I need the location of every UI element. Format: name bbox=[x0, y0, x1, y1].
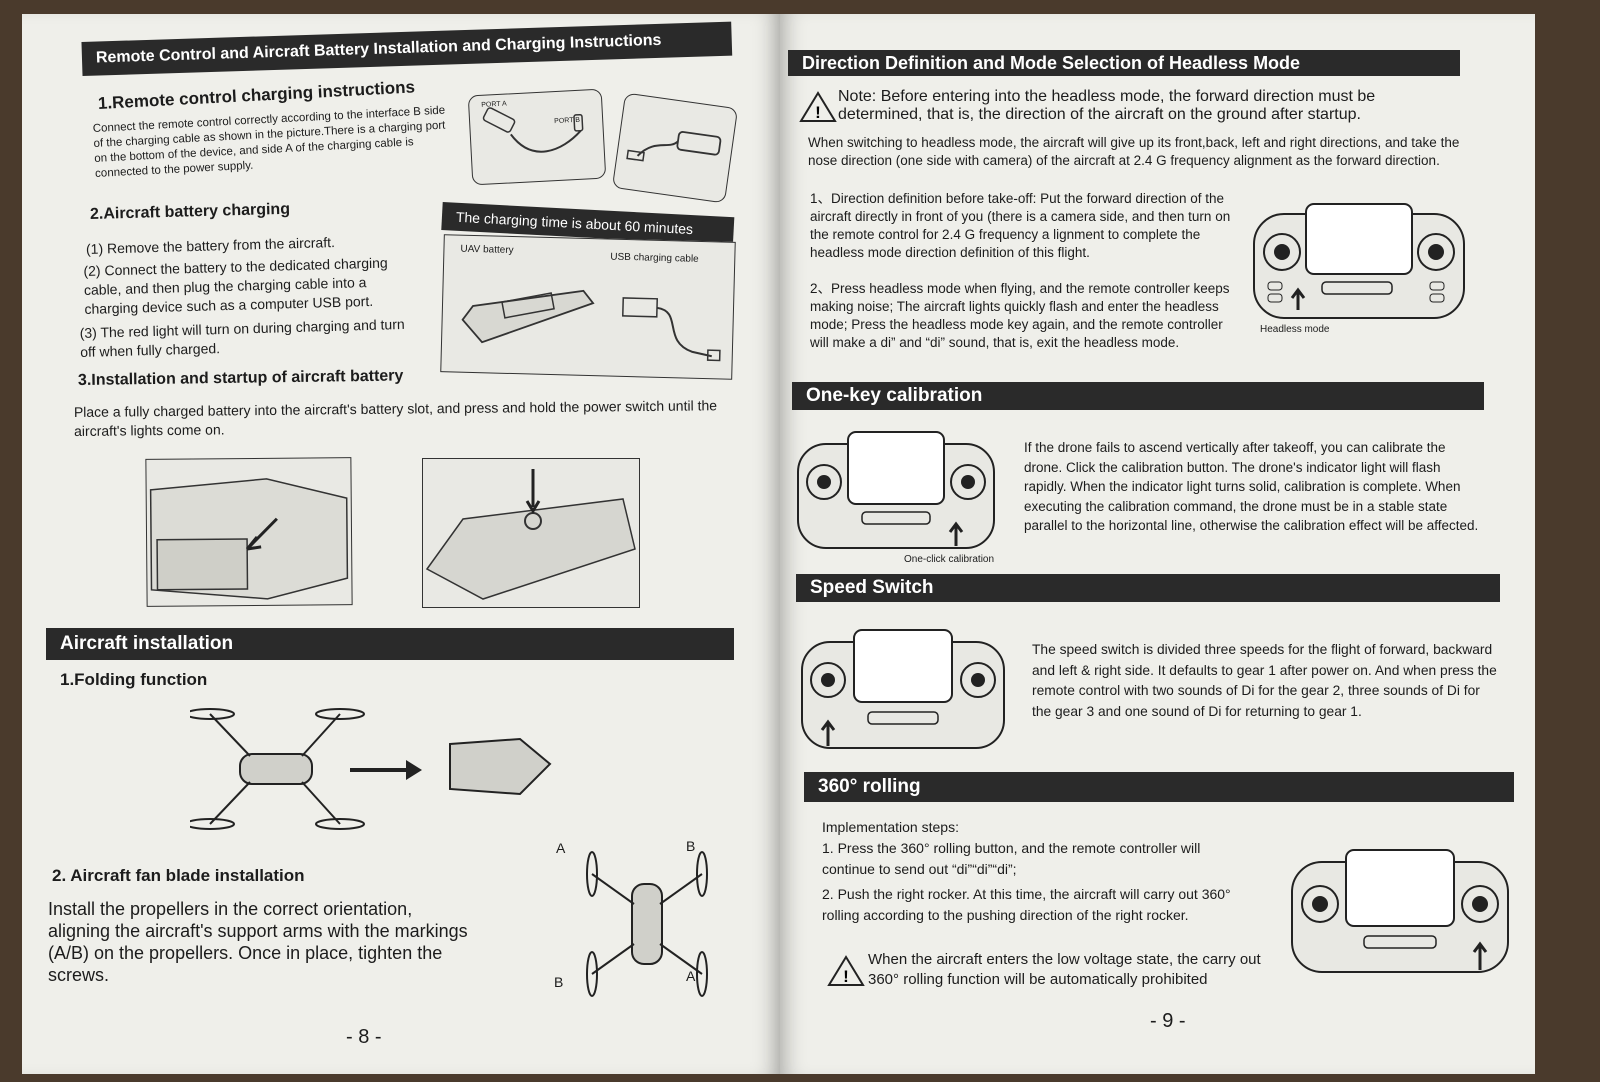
battery-insert-image bbox=[145, 457, 353, 607]
rolling-section-header: 360° rolling bbox=[804, 772, 1514, 802]
headless-note: Note: Before entering into the headless … bbox=[838, 88, 1376, 123]
battery-section-header: Remote Control and Aircraft Battery Inst… bbox=[81, 21, 733, 76]
rolling-warning-icon: ! bbox=[827, 955, 865, 986]
calibration-label: One-click calibration bbox=[904, 554, 995, 565]
battery-cable-image: UAV battery USB charging cable bbox=[440, 234, 736, 380]
headless-item-2: 2、Press headless mode when flying, and t… bbox=[810, 281, 1230, 350]
headless-controller-image bbox=[1253, 203, 1465, 319]
usb-cable-label: USB charging cable bbox=[610, 251, 699, 265]
calibration-section-header: One-key calibration bbox=[792, 382, 1484, 410]
port-b-label: PORT B bbox=[554, 116, 581, 126]
page-number-left: - 8 - bbox=[346, 1026, 382, 1048]
headless-section-header: Direction Definition and Mode Selection … bbox=[788, 50, 1460, 76]
charging-cable-image: PORT A PORT B bbox=[467, 88, 607, 186]
port-a-label: PORT A bbox=[481, 100, 507, 109]
plug-drawing bbox=[626, 131, 722, 162]
battery-step-2: (2) Connect the battery to the dedicated… bbox=[83, 254, 388, 317]
svg-text:!: ! bbox=[815, 103, 821, 122]
rolling-step-1: 1. Press the 360° rolling button, and th… bbox=[822, 840, 1201, 877]
speed-switch-header: Speed Switch bbox=[796, 574, 1500, 602]
left-page: Remote Control and Aircraft Battery Inst… bbox=[22, 14, 780, 1074]
headless-intro: When switching to headless mode, the air… bbox=[808, 135, 1460, 168]
propeller-diagram bbox=[586, 851, 708, 997]
mark-b-top: B bbox=[686, 838, 696, 854]
rolling-controller-image bbox=[1291, 849, 1509, 973]
speed-controller-image bbox=[801, 629, 1005, 749]
installation-startup-text: Place a fully charged battery into the a… bbox=[73, 397, 718, 439]
remote-plug-image bbox=[611, 92, 739, 204]
svg-text:!: ! bbox=[843, 967, 849, 986]
installation-startup-title: 3.Installation and startup of aircraft b… bbox=[77, 367, 404, 389]
page-number-right: - 9 - bbox=[1150, 1010, 1186, 1032]
fan-blade-title: 2. Aircraft fan blade installation bbox=[52, 866, 305, 885]
rolling-step-2: 2. Push the right rocker. At this time, … bbox=[822, 886, 1231, 923]
headless-mode-label: Headless mode bbox=[1260, 324, 1330, 335]
mark-a-top: A bbox=[556, 840, 566, 856]
cable-drawing bbox=[482, 107, 584, 153]
uav-battery-label: UAV battery bbox=[460, 243, 514, 257]
battery-charging-title: 2.Aircraft battery charging bbox=[89, 200, 291, 223]
speed-switch-text: The speed switch is divided three speeds… bbox=[1032, 642, 1497, 719]
right-page: Direction Definition and Mode Selection … bbox=[780, 14, 1535, 1074]
mark-a-bottom: A bbox=[686, 968, 696, 984]
battery-insert-drawing bbox=[149, 478, 349, 600]
rolling-warning-text: When the aircraft enters the low voltage… bbox=[868, 951, 1261, 988]
aircraft-installation-header: Aircraft installation bbox=[46, 628, 734, 660]
mark-b-bottom: B bbox=[554, 974, 564, 990]
power-switch-drawing bbox=[425, 469, 636, 600]
warning-icon: ! bbox=[799, 91, 837, 122]
battery-drawing bbox=[461, 289, 721, 362]
headless-item-1: 1、Direction definition before take-off: … bbox=[810, 191, 1231, 260]
folding-function-title: 1.Folding function bbox=[60, 670, 208, 689]
fan-blade-text: Install the propellers in the correct or… bbox=[48, 899, 468, 985]
battery-step-3: (3) The red light will turn on during ch… bbox=[79, 315, 405, 360]
calibration-controller-image bbox=[797, 431, 995, 549]
rolling-steps-title: Implementation steps: bbox=[822, 819, 959, 835]
remote-charging-text: Connect the remote control correctly acc… bbox=[92, 104, 446, 180]
power-switch-image bbox=[422, 458, 640, 608]
calibration-text: If the drone fails to ascend vertically … bbox=[1024, 440, 1479, 533]
folding-diagram bbox=[190, 708, 552, 830]
